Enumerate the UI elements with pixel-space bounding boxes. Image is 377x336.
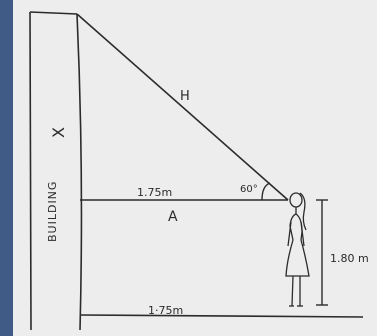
building-label: BUILDING	[46, 181, 59, 242]
girl-figure	[285, 192, 310, 307]
height-label: 1.80 m	[330, 252, 369, 265]
building-letter: X	[49, 127, 68, 138]
horizontal-label: A	[168, 209, 178, 225]
ground-label: 1·75m	[148, 304, 183, 317]
left-edge-strip	[0, 0, 13, 336]
angle-arc	[261, 182, 271, 201]
paper-sheet	[13, 0, 377, 336]
hypotenuse-line	[76, 13, 289, 201]
ground-line	[79, 314, 364, 318]
angle-label: 60°	[240, 184, 258, 195]
top-distance-label: 1.75m	[137, 186, 172, 199]
hypotenuse-label: H	[180, 89, 190, 104]
height-dimension	[316, 199, 328, 306]
building-outline	[29, 11, 83, 331]
